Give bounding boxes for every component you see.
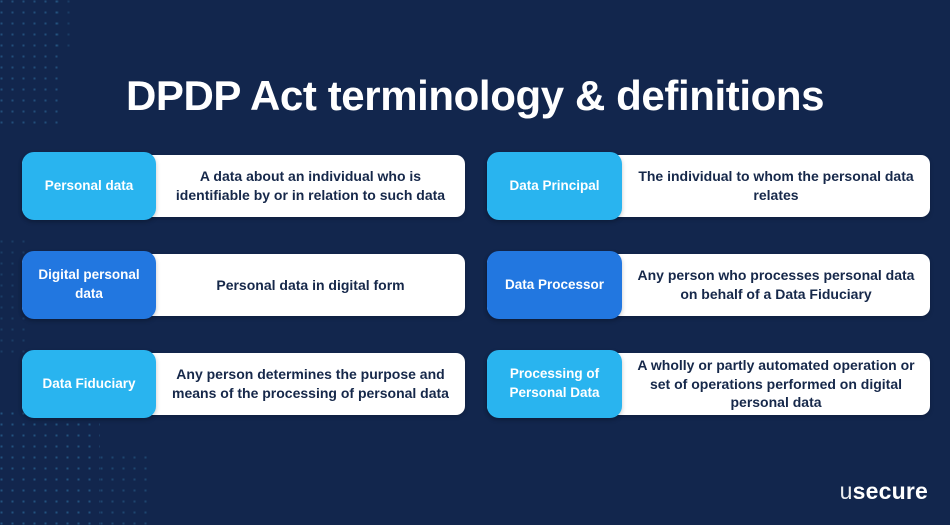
- term-definition: The individual to whom the personal data…: [638, 168, 914, 203]
- term-label: Data Fiduciary: [22, 350, 156, 418]
- term-label: Processing of Personal Data: [487, 350, 622, 418]
- term-definition: Personal data in digital form: [216, 276, 405, 293]
- logo-rest: secure: [852, 478, 928, 504]
- term-label: Digital personal data: [22, 251, 156, 319]
- term-card: Data Fiduciary Any person determines the…: [22, 350, 465, 418]
- dot-pattern-bottom-left-icon: [0, 408, 100, 525]
- term-label: Data Processor: [487, 251, 622, 319]
- term-label: Personal data: [22, 152, 156, 220]
- term-card: Personal data A data about an individual…: [22, 152, 465, 220]
- page-title: DPDP Act terminology & definitions: [125, 72, 825, 120]
- logo-prefix: u: [839, 478, 853, 504]
- term-label: Data Principal: [487, 152, 622, 220]
- dot-pattern-bottom-left-small-icon: [96, 452, 154, 525]
- terminology-grid: Personal data A data about an individual…: [22, 152, 930, 418]
- dot-pattern-top-left-small-icon: [52, 0, 78, 54]
- term-definition: Any person who processes personal data o…: [637, 267, 915, 302]
- term-card: Data Processor Any person who processes …: [487, 251, 930, 319]
- term-definition: A data about an individual who is identi…: [175, 168, 446, 203]
- term-card: Digital personal data Personal data in d…: [22, 251, 465, 319]
- usecure-logo: usecure: [840, 478, 928, 505]
- term-card: Processing of Personal Data A wholly or …: [487, 350, 930, 418]
- term-definition: Any person determines the purpose and me…: [172, 366, 449, 401]
- term-card: Data Principal The individual to whom th…: [487, 152, 930, 220]
- term-definition: A wholly or partly automated operation o…: [637, 356, 915, 411]
